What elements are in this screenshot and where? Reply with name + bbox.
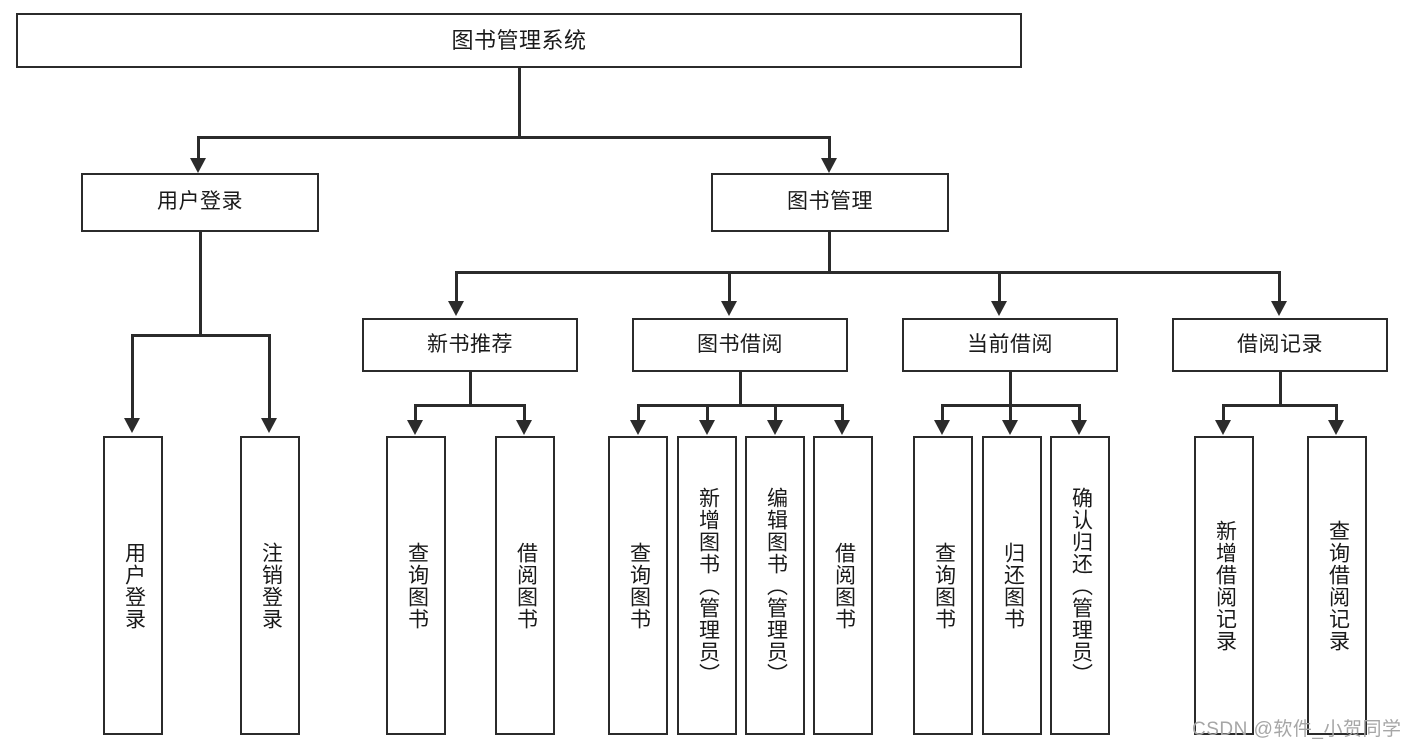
connector-to-new-book-recommend xyxy=(455,271,458,303)
connector-borrow-record-stem xyxy=(1279,372,1282,406)
node-label: 注销登录 xyxy=(259,541,283,630)
connector-root-bus xyxy=(197,136,830,139)
node-label: 确认归还（管理员） xyxy=(1069,486,1093,685)
node-label: 查询图书 xyxy=(932,541,956,630)
connector-book-borrow-bus xyxy=(637,404,844,407)
connector-to-leaf-br-query xyxy=(1335,404,1338,422)
node-label: 当前借阅 xyxy=(967,332,1053,356)
arrowhead-user-login xyxy=(190,158,206,173)
node-label: 新增图书（管理员） xyxy=(696,486,720,685)
arrowhead-leaf-cb-query xyxy=(934,420,950,435)
arrowhead-borrow-record xyxy=(1271,301,1287,316)
connector-new-book-recommend-bus xyxy=(414,404,526,407)
node-current-borrow[interactable]: 当前借阅 xyxy=(902,318,1118,372)
node-label: 查询借阅记录 xyxy=(1326,519,1350,652)
node-label: 借阅图书 xyxy=(514,541,538,630)
node-book-borrow[interactable]: 图书借阅 xyxy=(632,318,848,372)
arrowhead-leaf-cb-confirm xyxy=(1071,420,1087,435)
node-label: 图书借阅 xyxy=(697,332,783,356)
leaf-bb-query-book[interactable]: 查询图书 xyxy=(608,436,668,735)
node-label: 用户登录 xyxy=(122,541,146,630)
arrowhead-new-book-recommend xyxy=(448,301,464,316)
leaf-user-login[interactable]: 用户登录 xyxy=(103,436,163,735)
node-label: 查询图书 xyxy=(405,541,429,630)
csdn-watermark: CSDN @软件_小贺同学 xyxy=(1192,719,1402,740)
node-book-management[interactable]: 图书管理 xyxy=(711,173,949,232)
connector-to-book-borrow xyxy=(728,271,731,303)
connector-to-leaf-br-add xyxy=(1222,404,1225,422)
node-label: 新书推荐 xyxy=(427,332,513,356)
connector-to-leaf-nbr-borrow xyxy=(523,404,526,422)
arrowhead-leaf-bb-query xyxy=(630,420,646,435)
node-user-login[interactable]: 用户登录 xyxy=(81,173,319,232)
leaf-cb-confirm-return-admin[interactable]: 确认归还（管理员） xyxy=(1050,436,1110,735)
connector-user-login-bus xyxy=(131,334,271,337)
arrowhead-leaf-nbr-borrow xyxy=(516,420,532,435)
node-new-book-recommend[interactable]: 新书推荐 xyxy=(362,318,578,372)
leaf-br-query-record[interactable]: 查询借阅记录 xyxy=(1307,436,1367,735)
connector-to-leaf-logout xyxy=(268,334,271,420)
leaf-bb-edit-book-admin[interactable]: 编辑图书（管理员） xyxy=(745,436,805,735)
connector-root-stem xyxy=(518,68,521,138)
node-label: 编辑图书（管理员） xyxy=(764,486,788,685)
arrowhead-leaf-cb-return xyxy=(1002,420,1018,435)
leaf-nbr-borrow-book[interactable]: 借阅图书 xyxy=(495,436,555,735)
leaf-cb-return-book[interactable]: 归还图书 xyxy=(982,436,1042,735)
arrowhead-leaf-br-add xyxy=(1215,420,1231,435)
node-label: 归还图书 xyxy=(1001,541,1025,630)
arrowhead-leaf-bb-add xyxy=(699,420,715,435)
connector-to-leaf-bb-query xyxy=(637,404,640,422)
node-label: 用户登录 xyxy=(157,190,243,214)
connector-to-leaf-user-login xyxy=(131,334,134,420)
arrowhead-book-borrow xyxy=(721,301,737,316)
arrowhead-leaf-nbr-query xyxy=(407,420,423,435)
connector-book-manage-bus xyxy=(455,271,1281,274)
connector-book-manage-stem xyxy=(828,232,831,274)
leaf-br-add-record[interactable]: 新增借阅记录 xyxy=(1194,436,1254,735)
arrowhead-leaf-user-login xyxy=(124,418,140,433)
connector-to-leaf-cb-confirm xyxy=(1078,404,1081,422)
connector-current-borrow-stem xyxy=(1009,372,1012,406)
connector-book-borrow-stem xyxy=(739,372,742,406)
connector-to-leaf-bb-edit xyxy=(774,404,777,422)
node-label: 借阅图书 xyxy=(832,541,856,630)
node-label: 查询图书 xyxy=(627,541,651,630)
connector-to-leaf-bb-borrow xyxy=(841,404,844,422)
leaf-bb-add-book-admin[interactable]: 新增图书（管理员） xyxy=(677,436,737,735)
leaf-logout[interactable]: 注销登录 xyxy=(240,436,300,735)
connector-user-login-stem xyxy=(199,232,202,337)
node-root-system[interactable]: 图书管理系统 xyxy=(16,13,1022,68)
arrowhead-current-borrow xyxy=(991,301,1007,316)
connector-borrow-record-bus xyxy=(1222,404,1338,407)
leaf-cb-query-book[interactable]: 查询图书 xyxy=(913,436,973,735)
arrowhead-leaf-bb-borrow xyxy=(834,420,850,435)
leaf-nbr-query-book[interactable]: 查询图书 xyxy=(386,436,446,735)
node-borrow-record[interactable]: 借阅记录 xyxy=(1172,318,1388,372)
arrowhead-leaf-br-query xyxy=(1328,420,1344,435)
node-label: 图书管理 xyxy=(787,190,873,214)
connector-to-leaf-cb-query xyxy=(941,404,944,422)
arrowhead-leaf-bb-edit xyxy=(767,420,783,435)
connector-to-leaf-nbr-query xyxy=(414,404,417,422)
connector-new-book-recommend-stem xyxy=(469,372,472,406)
connector-to-leaf-cb-return xyxy=(1009,404,1012,422)
node-label: 图书管理系统 xyxy=(451,27,587,53)
arrowhead-leaf-logout xyxy=(261,418,277,433)
connector-to-borrow-record xyxy=(1278,271,1281,303)
connector-to-leaf-bb-add xyxy=(706,404,709,422)
connector-to-current-borrow xyxy=(998,271,1001,303)
connector-root-to-book-manage xyxy=(828,136,831,160)
leaf-bb-borrow-book[interactable]: 借阅图书 xyxy=(813,436,873,735)
node-label: 新增借阅记录 xyxy=(1213,519,1237,652)
node-label: 借阅记录 xyxy=(1237,332,1323,356)
connector-root-to-user-login xyxy=(197,136,200,160)
arrowhead-book-manage xyxy=(821,158,837,173)
